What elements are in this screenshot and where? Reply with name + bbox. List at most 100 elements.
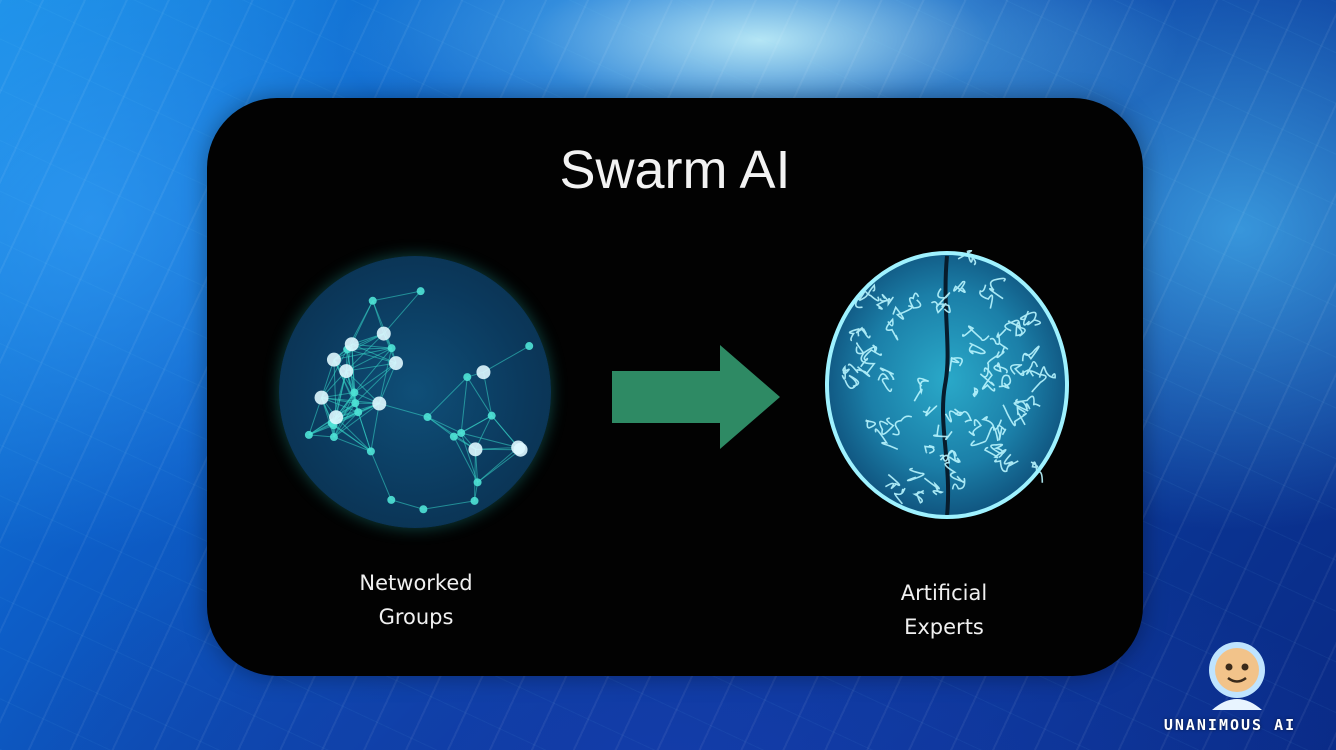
brain-fold xyxy=(939,454,966,483)
network-link xyxy=(351,300,374,345)
brain-fold xyxy=(855,326,871,339)
network-node xyxy=(388,356,403,371)
brain-fold xyxy=(923,444,935,455)
brain-fold xyxy=(922,405,938,417)
network-link xyxy=(378,348,393,404)
brain-fold xyxy=(996,342,1009,359)
brain-fold xyxy=(885,317,899,341)
network-link xyxy=(333,424,372,452)
brain-fold xyxy=(979,354,999,386)
brain-fold xyxy=(1009,363,1025,377)
network-node xyxy=(416,287,425,296)
network-link xyxy=(474,449,476,501)
network-link xyxy=(333,411,359,438)
network-node xyxy=(470,496,479,505)
brain-fold xyxy=(996,424,1007,441)
network-link xyxy=(477,449,521,483)
brain-fold xyxy=(979,284,994,309)
network-link xyxy=(335,416,372,452)
brain-fold xyxy=(933,424,953,441)
network-node xyxy=(376,326,391,341)
brain-fold xyxy=(844,374,860,390)
network-node xyxy=(351,399,360,408)
network-link xyxy=(354,362,397,393)
brain-fold xyxy=(981,367,996,392)
brain-fold xyxy=(972,387,979,398)
brain-fold xyxy=(984,446,1007,459)
network-link xyxy=(370,403,380,452)
brain-fold xyxy=(908,292,922,309)
network-link xyxy=(345,370,380,404)
brain-fold xyxy=(1015,395,1041,407)
brain-fold xyxy=(947,449,961,464)
network-node xyxy=(387,495,396,504)
logo-text: UNANIMOUS AI xyxy=(1163,716,1297,734)
network-node xyxy=(344,337,359,352)
network-node xyxy=(350,388,359,397)
brain-fold xyxy=(989,328,1007,345)
brain-fold xyxy=(951,475,966,490)
network-link xyxy=(383,290,422,334)
brain-fold xyxy=(1019,360,1039,376)
network-link xyxy=(477,447,519,483)
brain-fold xyxy=(892,305,913,320)
network-link xyxy=(333,333,385,361)
network-of-people-icon xyxy=(279,256,551,528)
network-link xyxy=(391,499,424,510)
network-link xyxy=(423,500,475,510)
network-link xyxy=(372,290,421,302)
caption-line: Artificial xyxy=(900,581,988,605)
brain-fold xyxy=(854,290,869,309)
network-node xyxy=(423,413,432,422)
brain-fold xyxy=(990,443,1004,459)
unanimous-ai-logo-icon xyxy=(1209,642,1265,710)
network-node xyxy=(487,411,496,420)
network-node xyxy=(354,408,363,417)
network-node xyxy=(329,410,344,425)
brain-fold xyxy=(1003,453,1019,467)
caption-networked-groups: Networked Groups xyxy=(306,566,526,634)
brain-fold xyxy=(998,374,1012,389)
brain-fold xyxy=(1029,370,1047,393)
network-node xyxy=(326,352,341,367)
network-link xyxy=(346,347,392,372)
network-node xyxy=(419,505,428,514)
network-node xyxy=(366,447,375,456)
brain-fold xyxy=(906,467,925,482)
brain-fold xyxy=(877,373,893,393)
network-link xyxy=(333,436,372,452)
network-node xyxy=(473,478,482,487)
brain-fold xyxy=(879,367,895,381)
network-node xyxy=(449,432,458,441)
network-node xyxy=(525,342,534,351)
brain-fold xyxy=(1004,319,1026,337)
brain-fold xyxy=(962,325,990,342)
brain-fold xyxy=(957,250,977,266)
brain-fold xyxy=(855,344,878,355)
network-link xyxy=(335,370,347,418)
network-node xyxy=(463,373,472,382)
network-link xyxy=(347,348,397,364)
caption-line: Networked xyxy=(359,571,473,595)
brain-fold xyxy=(867,283,880,302)
brain-fold xyxy=(884,473,901,490)
network-node xyxy=(513,442,528,457)
network-link xyxy=(427,416,462,434)
network-node xyxy=(329,433,338,442)
network-link xyxy=(466,376,493,416)
network-link xyxy=(333,359,337,418)
network-link xyxy=(461,432,519,449)
network-node xyxy=(368,296,377,305)
caption-artificial-experts: Artificial Experts xyxy=(834,576,1054,644)
brain-fold xyxy=(948,357,963,372)
network-link xyxy=(308,434,334,438)
brain-fold xyxy=(1016,405,1026,426)
network-node xyxy=(457,428,466,437)
brain-fold xyxy=(1019,311,1042,326)
brain-fold xyxy=(912,489,925,504)
brain-fold xyxy=(923,477,944,496)
brain-fold xyxy=(1021,345,1040,362)
network-link xyxy=(378,362,397,404)
brain-icon xyxy=(825,250,1069,519)
caption-line: Experts xyxy=(904,615,984,639)
